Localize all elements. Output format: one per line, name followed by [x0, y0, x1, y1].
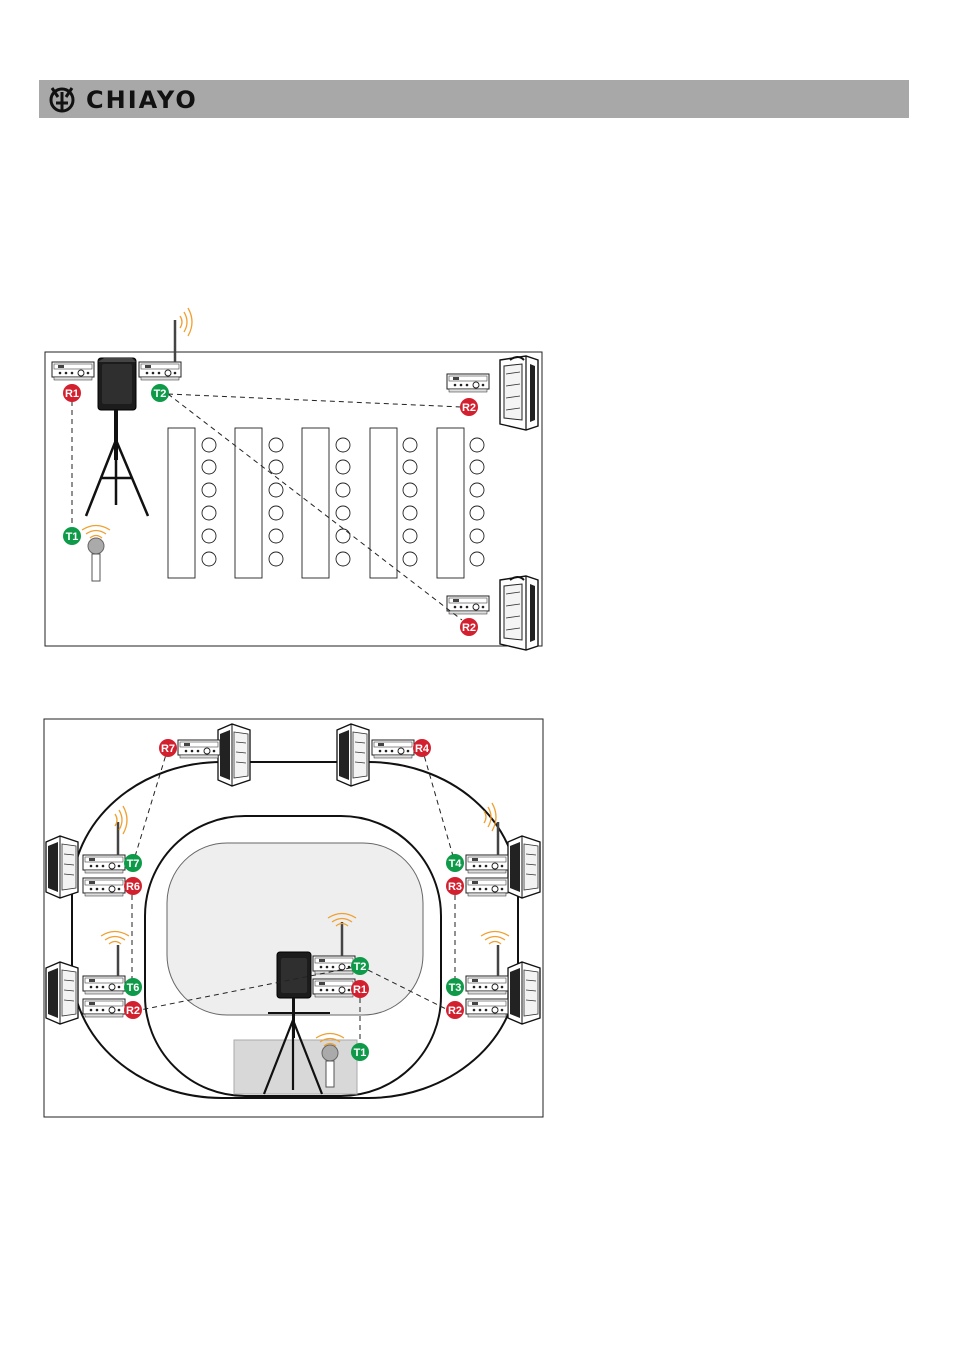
active-speaker-r7 — [217, 723, 251, 787]
badge-t1-center: T1 — [351, 1043, 369, 1061]
badge-t6-label: T6 — [127, 982, 140, 994]
badge-t4-label: T4 — [449, 858, 463, 870]
transmitter-t6-device — [82, 975, 126, 995]
badge-t3-label: T3 — [449, 982, 462, 994]
badge-t6: T6 — [124, 978, 142, 996]
badge-t1-center-label: T1 — [354, 1047, 367, 1059]
stage-area — [233, 1039, 358, 1095]
receiver-r7-device — [177, 739, 221, 759]
badge-r7-label: R7 — [161, 743, 175, 755]
badge-r2-bottom-label: R2 — [462, 622, 476, 634]
badge-r2-top: R2 — [460, 398, 478, 416]
badge-r3: R3 — [446, 877, 464, 895]
handheld-microphone-1 — [81, 524, 111, 582]
badge-r3-label: R3 — [448, 881, 462, 893]
transmitter-t7-device — [82, 854, 126, 874]
transmitter-t2-device — [138, 361, 182, 381]
signal-links-2 — [131, 747, 456, 1052]
receiver-r2-right-device — [465, 998, 509, 1018]
badge-r1-center-label: R1 — [353, 984, 367, 996]
badge-t2-label: T2 — [154, 388, 167, 400]
handheld-microphone-2 — [315, 1032, 345, 1088]
receiver-r1-device — [51, 361, 95, 381]
badge-r6: R6 — [124, 877, 142, 895]
brand-name: CHIAYO — [86, 86, 198, 114]
transmitter-t4-device — [465, 854, 509, 874]
badge-r1: R1 — [63, 384, 81, 402]
badge-r7: R7 — [159, 739, 177, 757]
badge-t2: T2 — [151, 384, 169, 402]
active-speaker-right-upper — [507, 835, 541, 899]
pa-speaker-on-tripod — [84, 357, 150, 517]
active-speaker-left-lower — [45, 961, 79, 1025]
badge-r2-bottom: R2 — [460, 618, 478, 636]
receiver-r3-device — [465, 877, 509, 897]
badge-r2-left: R2 — [124, 1001, 142, 1019]
badge-r1-label: R1 — [65, 388, 79, 400]
badge-r2-right-label: R2 — [448, 1005, 462, 1017]
pa-speaker-center — [262, 951, 324, 1095]
badge-r6-label: R6 — [126, 881, 140, 893]
badge-r4-label: R4 — [415, 743, 430, 755]
badge-t2-center-label: T2 — [354, 961, 367, 973]
transmitter-t3-device — [465, 975, 509, 995]
receiver-r2-top-device — [446, 373, 490, 393]
receiver-r2-left-device — [82, 998, 126, 1018]
badge-r1-center: R1 — [351, 980, 369, 998]
active-speaker-left-upper — [45, 835, 79, 899]
receiver-r1-center-device — [312, 978, 356, 998]
badge-t1: T1 — [63, 527, 81, 545]
badge-r2-top-label: R2 — [462, 402, 476, 414]
receiver-r2-bottom-device — [446, 595, 490, 615]
badge-t7: T7 — [124, 854, 142, 872]
chiayo-emblem-icon — [49, 87, 75, 113]
badge-r2-left-label: R2 — [126, 1005, 140, 1017]
badge-t3: T3 — [446, 978, 464, 996]
badge-t2-center: T2 — [351, 957, 369, 975]
active-speaker-bottom-right — [499, 575, 539, 651]
active-speaker-right-lower — [507, 961, 541, 1025]
desks-and-seats — [167, 427, 485, 579]
active-speaker-r4 — [336, 723, 370, 787]
receiver-r6-device — [82, 877, 126, 897]
header-bar — [39, 80, 909, 118]
badge-r4: R4 — [413, 739, 431, 757]
active-speaker-top-right — [499, 355, 539, 431]
receiver-r4-device — [371, 739, 415, 759]
badge-t1-label: T1 — [66, 531, 79, 543]
transmitter-t2-center-device — [312, 955, 356, 975]
badge-t4: T4 — [446, 854, 464, 872]
badge-r2-right: R2 — [446, 1001, 464, 1019]
signal-links-1 — [71, 393, 463, 621]
badge-t7-label: T7 — [127, 858, 140, 870]
